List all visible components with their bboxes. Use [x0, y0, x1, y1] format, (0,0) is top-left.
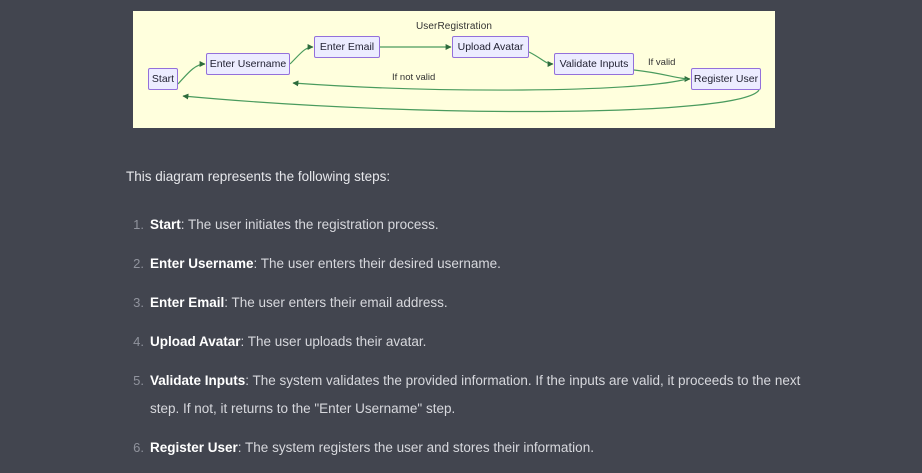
step-description: : The user initiates the registration pr…	[180, 217, 439, 232]
flow-node-enter-username[interactable]: Enter Username	[206, 53, 290, 75]
steps-list: Start: The user initiates the registrati…	[126, 211, 826, 462]
step-description: : The system registers the user and stor…	[237, 440, 594, 455]
flow-node-upload-avatar[interactable]: Upload Avatar	[452, 36, 529, 58]
diagram-card: UserRegistration Start Enter Username En…	[133, 11, 775, 128]
intro-line: This diagram represents the following st…	[126, 169, 391, 184]
step-term: Register User	[150, 440, 238, 455]
flow-node-enter-email[interactable]: Enter Email	[314, 36, 380, 58]
step-term: Enter Email	[150, 295, 225, 310]
step-term: Enter Username	[150, 256, 254, 271]
diagram-edges	[177, 44, 760, 113]
diagram-title: UserRegistration	[415, 21, 493, 32]
edge-label-if-valid: If valid	[645, 57, 679, 69]
list-item: Register User: The system registers the …	[126, 434, 826, 462]
step-term: Validate Inputs	[150, 373, 246, 388]
explanation-section: This diagram represents the following st…	[126, 163, 826, 473]
flow-node-start[interactable]: Start	[148, 68, 178, 90]
step-description: : The user enters their email address.	[224, 295, 448, 310]
list-item: Upload Avatar: The user uploads their av…	[126, 328, 826, 356]
flow-node-register-user[interactable]: Register User	[691, 68, 761, 90]
flow-node-validate-inputs[interactable]: Validate Inputs	[554, 53, 634, 75]
step-description: : The user enters their desired username…	[253, 256, 501, 271]
step-description: : The system validates the provided info…	[150, 373, 801, 416]
step-description: : The user uploads their avatar.	[240, 334, 427, 349]
edge-label-if-not-valid: If not valid	[389, 72, 439, 84]
step-term: Upload Avatar	[150, 334, 241, 349]
list-item: Enter Email: The user enters their email…	[126, 289, 826, 317]
step-term: Start	[150, 217, 181, 232]
list-item: Start: The user initiates the registrati…	[126, 211, 826, 239]
list-item: Validate Inputs: The system validates th…	[126, 367, 826, 423]
list-item: Enter Username: The user enters their de…	[126, 250, 826, 278]
